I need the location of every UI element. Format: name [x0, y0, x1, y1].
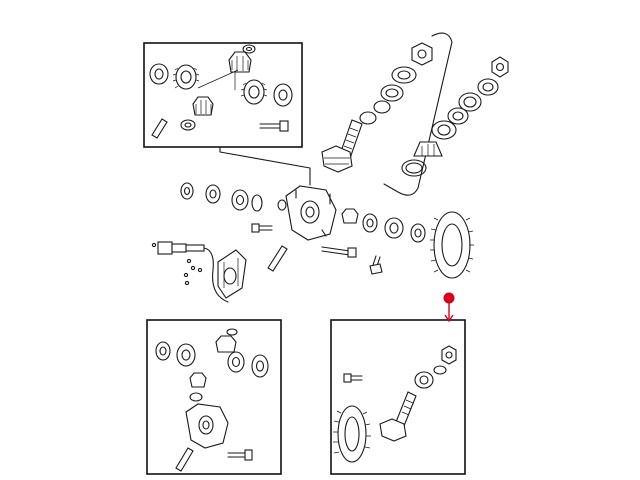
sensor-assembly [151, 241, 247, 303]
inset-washer-small-part [433, 365, 447, 375]
bearing-cone-left-part [205, 184, 221, 204]
tube-outline [383, 32, 453, 196]
actuator-bracket-part [217, 249, 247, 299]
inset-lower-washer-part [189, 392, 203, 402]
differential-case-part [285, 185, 337, 241]
inset-differential-case-part [185, 403, 229, 449]
inset-frame-bottom-left [146, 319, 282, 475]
ring-gear-bolt-part [251, 223, 273, 233]
side-bearing-cluster [401, 56, 509, 177]
inset-frame-bottom-right [330, 319, 466, 475]
inset-side-gear-part [176, 343, 196, 367]
inset-case-assembly [146, 319, 282, 475]
inset-pinion-nut-part [441, 345, 457, 365]
inset-frame-top-left [143, 42, 303, 148]
inset-ring-gear-part [333, 405, 371, 463]
assembly-guide-line [197, 69, 239, 90]
cross-pin-part [267, 245, 288, 272]
collapsible-spacer-part [373, 100, 391, 114]
race-left-part [231, 189, 249, 211]
bearing-race-lower-part [431, 120, 457, 140]
cone-right-part [410, 223, 426, 243]
pinion-bearing-outer-part [391, 66, 417, 84]
inset-pinion-gear-part [215, 335, 237, 353]
side-gear-part [172, 64, 200, 90]
inset-lock-bolt-part [227, 449, 253, 461]
washer-small-left-part [277, 199, 287, 211]
ring-gear-part [430, 211, 474, 279]
callout-arrow-icon [444, 314, 454, 323]
inset-washer-part [155, 341, 171, 361]
inset-side-gear-right-part [227, 351, 245, 373]
thrust-washer-part [149, 63, 169, 85]
adjuster-nut-part [491, 56, 509, 78]
side-gear-right-part [240, 79, 268, 105]
side-bearing-part [477, 78, 499, 96]
vent-bolt-part [369, 255, 383, 275]
pinion-nut-part [411, 42, 433, 66]
small-washer-part [242, 44, 256, 54]
case-bolt-part [321, 246, 357, 258]
shim-left-part [251, 194, 263, 212]
lower-washer-part [180, 119, 196, 131]
bearing-race-part [458, 92, 482, 112]
inset-ring-gear-bolt-part [343, 373, 363, 383]
electric-locker-sensor-part [157, 241, 205, 255]
shim-part [359, 111, 377, 125]
pinion-bearing-inner-part [413, 141, 443, 157]
pinion-depth-shim-part [401, 159, 427, 177]
inset-cross-pin-part [175, 447, 194, 472]
inset-spider-gears [143, 42, 303, 148]
bearing-cone-part [447, 107, 469, 125]
pinion-gear-mid-part [341, 208, 359, 224]
inset-leader-line [219, 146, 311, 186]
pinion-mate-gear-part [228, 51, 252, 73]
cross-shaft-part [151, 118, 168, 139]
bearing-left-part [180, 182, 194, 200]
inset-lower-pinion-part [189, 372, 207, 388]
inset-pinion-bearing-part [414, 371, 434, 389]
mounting-screw-parts [151, 242, 203, 286]
inset-small-washer-part [226, 328, 238, 336]
location-pin-icon[interactable] [443, 292, 455, 304]
bearing-cup-part [380, 84, 404, 102]
differential-row [180, 182, 474, 279]
bearing-right-part [384, 217, 404, 239]
lock-bolt-part [259, 120, 289, 132]
pinion-assembly-upper [321, 32, 453, 196]
pinion-mate-gear-lower-part [192, 96, 214, 116]
inset-drive-pinion-part [379, 391, 417, 442]
race-right-part [362, 213, 378, 233]
drive-pinion-part [321, 119, 363, 173]
sensor-wire-part [203, 247, 229, 303]
thrust-washer-right-part [273, 83, 293, 107]
callout-marker[interactable] [443, 292, 455, 323]
inset-ring-pinion [330, 319, 466, 475]
inset-thrust-washer-part [251, 354, 269, 378]
